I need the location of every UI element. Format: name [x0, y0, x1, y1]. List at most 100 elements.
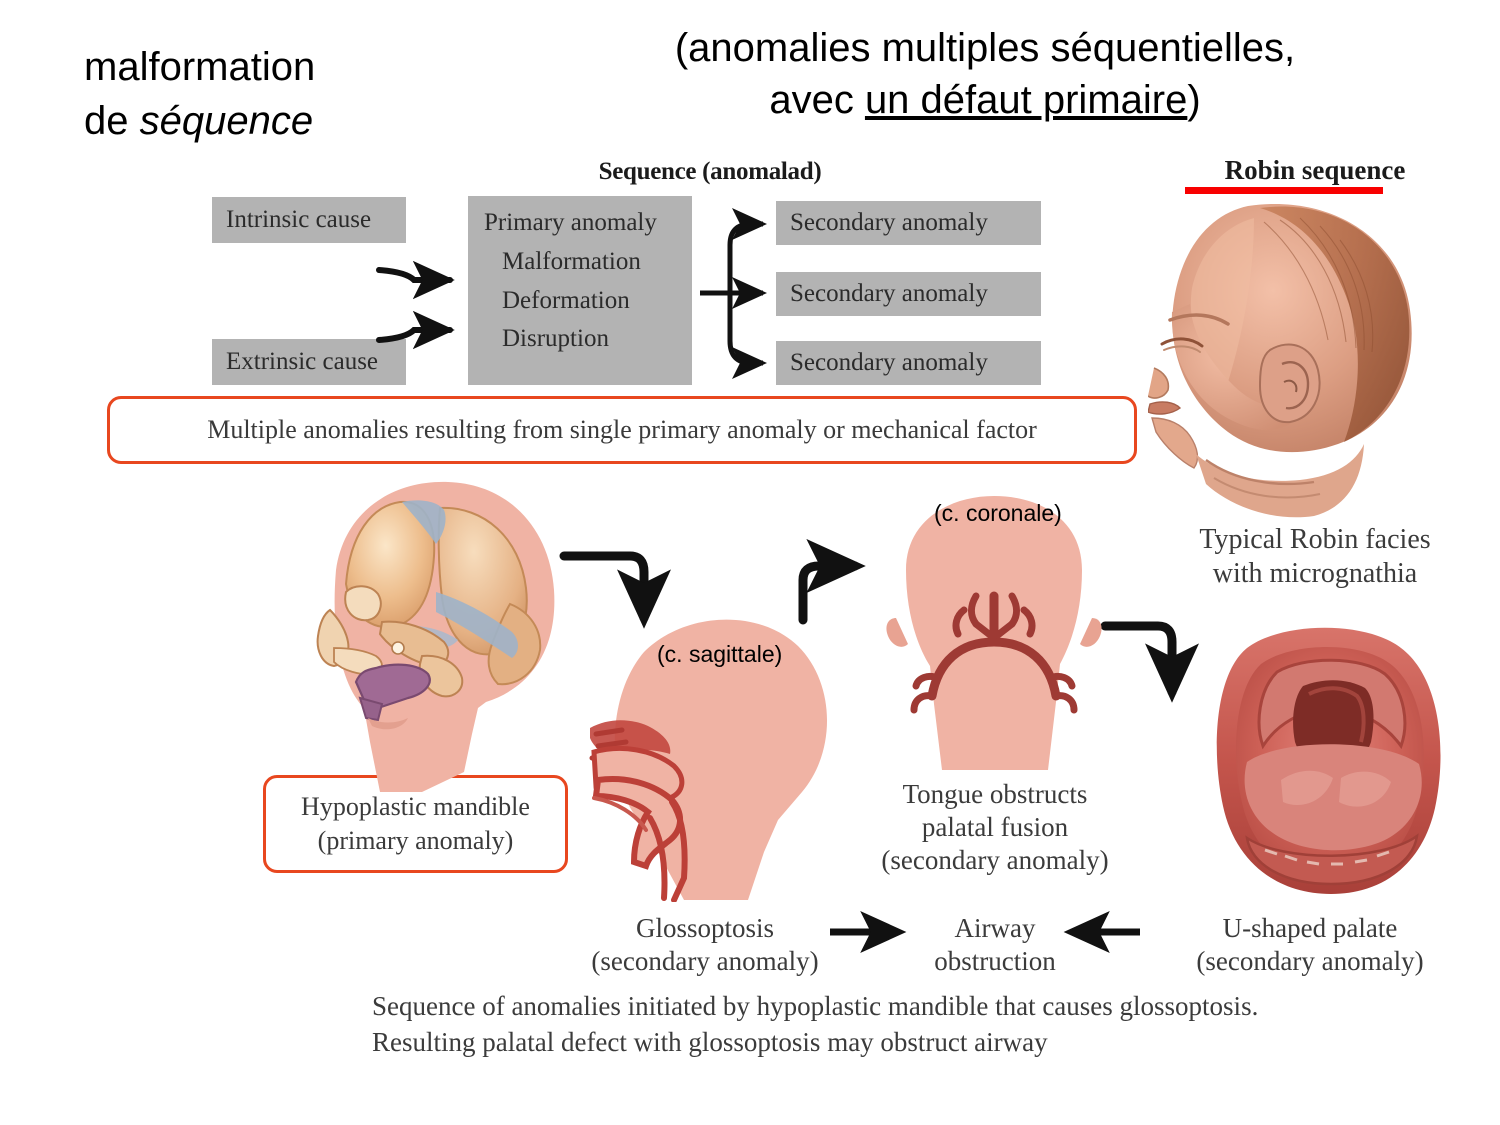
pharyngeal-airway-posterior	[669, 799, 688, 902]
arrow-coronal-to-palate	[1100, 621, 1199, 703]
baby-face-illustration	[1148, 192, 1488, 522]
title-left-prefix: de	[84, 99, 140, 143]
cleft-margin-highlight	[1308, 686, 1366, 743]
caption-tongue-line2: palatal fusion	[921, 811, 1069, 842]
baby-micrognathic-chin	[1151, 417, 1199, 469]
title-left-italic: séquence	[139, 99, 314, 143]
annotation-coupe-sagittale: (c. sagittale)	[657, 641, 783, 667]
arrow-intrinsic-to-primary	[376, 260, 455, 300]
flowchart-heading: Sequence (anomalad)	[598, 158, 822, 185]
caption-glossoptosis: Glossoptosis (secondary anomaly)	[560, 912, 850, 978]
caption-robin-facies-line2: with micrognathia	[1212, 558, 1418, 590]
flow-box-extrinsic-cause: Extrinsic cause	[212, 339, 406, 385]
tongue-body	[1244, 744, 1422, 851]
title-right-underlined: un défaut primaire	[864, 78, 1188, 122]
orbit	[344, 585, 382, 622]
arrow-primary-to-secondary-1	[727, 207, 768, 246]
palatal-shelf-right	[989, 637, 1061, 701]
coronal-ear-right	[1080, 618, 1102, 647]
caption-robin-facies-line1: Typical Robin facies	[1199, 524, 1431, 555]
caption-tongue-line1: Tongue obstructs	[902, 779, 1088, 809]
baby-neck-crease-2	[1213, 477, 1321, 499]
external-acoustic-meatus	[391, 641, 405, 655]
pharyngeal-airway-anterior	[647, 815, 668, 901]
robin-sequence-heading: Robin sequence	[1224, 155, 1406, 185]
baby-ear-inner	[1281, 361, 1310, 410]
title-right-suffix: )	[1187, 78, 1201, 122]
baby-lips	[1148, 401, 1182, 415]
flow-primary-title: Primary anomaly	[484, 209, 657, 236]
caption-bottom-summary: Sequence of anomalies initiated by hypop…	[372, 988, 1382, 1060]
flow-box-primary-anomaly: Primary anomaly Malformation Deformation…	[468, 196, 692, 385]
sagittal-mandible-contour	[592, 796, 648, 832]
caption-airway-line1: Airway	[954, 913, 1036, 943]
flow-box-extrinsic-label: Extrinsic cause	[226, 348, 379, 375]
flow-box-intrinsic-cause: Intrinsic cause	[212, 197, 406, 243]
baby-hair-strokes	[1263, 217, 1374, 353]
callout-multiple-anomalies: Multiple anomalies resulting from single…	[107, 396, 1137, 464]
arrow-primary-to-secondary-3	[727, 340, 768, 379]
caption-tongue-line3: (secondary anomaly)	[881, 844, 1109, 875]
palatal-shelf-left	[927, 637, 999, 701]
baby-ear-tragus	[1283, 379, 1298, 393]
flow-box-secondary-anomaly-1: Secondary anomaly	[776, 201, 1041, 245]
tongue-highlight-right	[1339, 771, 1391, 807]
baby-eyelid-crease	[1163, 345, 1201, 353]
lower-alveolar-ridge	[1245, 833, 1419, 886]
caption-upalate-line2: (secondary anomaly)	[1196, 945, 1424, 976]
baby-neck-crease	[1205, 459, 1315, 486]
chin-soft-tissue	[368, 718, 408, 730]
baby-hair	[1260, 206, 1410, 442]
title-right-line1: (anomalies multiples séquentielles,	[674, 26, 1296, 70]
callout-hypoplastic-mandible: Hypoplastic mandible (primary anomaly)	[263, 775, 568, 873]
caption-glossoptosis-line1: Glossoptosis	[635, 913, 775, 943]
baby-nose	[1148, 367, 1170, 399]
nasal-turbinates-coronal	[952, 592, 1036, 642]
callout-mandible-line1: Hypoplastic mandible	[301, 792, 530, 822]
baby-neck	[1196, 444, 1364, 518]
flow-box-intrinsic-label: Intrinsic cause	[226, 206, 372, 233]
u-shaped-palate-illustration	[1185, 612, 1485, 912]
caption-airway-obstruction: Airway obstruction	[900, 912, 1090, 978]
baby-cheek	[1171, 304, 1306, 431]
flow-box-secondary-anomaly-3: Secondary anomaly	[776, 341, 1041, 385]
baby-brow	[1168, 313, 1230, 326]
coronal-head-illustration	[880, 492, 1110, 772]
flow-primary-item-deformation: Deformation	[502, 286, 630, 314]
flow-secondary-3-label: Secondary anomaly	[790, 349, 988, 376]
fetal-skull-illustration	[272, 472, 602, 802]
caption-airway-line2: obstruction	[934, 945, 1056, 976]
alveolar-branches	[910, 672, 1078, 714]
lambdoid-suture	[436, 592, 518, 658]
tongue	[354, 663, 431, 710]
robin-sequence-red-underline	[1185, 187, 1383, 194]
flow-secondary-1-label: Secondary anomaly	[790, 209, 988, 236]
callout-multiple-anomalies-text: Multiple anomalies resulting from single…	[207, 415, 1037, 445]
annotation-coupe-coronale: (c. coronale)	[934, 500, 1062, 526]
coronal-suture	[402, 500, 446, 544]
title-left-line2: de séquence	[84, 94, 484, 148]
page-title-right: (anomalies multiples séquentielles, avec…	[590, 22, 1380, 126]
baby-ear	[1258, 343, 1321, 424]
caption-u-shaped-palate: U-shaped palate (secondary anomaly)	[1150, 912, 1470, 978]
page-title-left: malformation de séquence	[84, 40, 484, 148]
flow-box-secondary-anomaly-2: Secondary anomaly	[776, 272, 1041, 316]
caption-glossoptosis-line2: (secondary anomaly)	[591, 945, 819, 976]
caption-upalate-line1: U-shaped palate	[1222, 913, 1398, 943]
caption-bottom-line2: Resulting palatal defect with glossoptos…	[372, 1027, 1048, 1058]
flow-secondary-2-label: Secondary anomaly	[790, 280, 988, 307]
tongue-highlight-left	[1281, 770, 1333, 805]
title-left-line1: malformation	[84, 45, 316, 89]
caption-robin-facies: Typical Robin facies with micrognathia	[1140, 523, 1490, 591]
caption-tongue-obstructs: Tongue obstructs palatal fusion (seconda…	[855, 778, 1135, 877]
callout-mandible-line2: (primary anomaly)	[317, 826, 514, 855]
title-right-prefix: avec	[769, 78, 865, 122]
lower-gum-teeth-line	[1264, 848, 1390, 866]
baby-eye-closed	[1160, 337, 1204, 348]
title-right-line2: avec un défaut primaire)	[590, 74, 1380, 126]
baby-forehead-highlight	[1190, 218, 1254, 382]
caption-bottom-line1: Sequence of anomalies initiated by hypop…	[372, 991, 1259, 1021]
flow-primary-item-disruption: Disruption	[502, 325, 609, 353]
sagittal-head-illustration	[588, 602, 878, 902]
